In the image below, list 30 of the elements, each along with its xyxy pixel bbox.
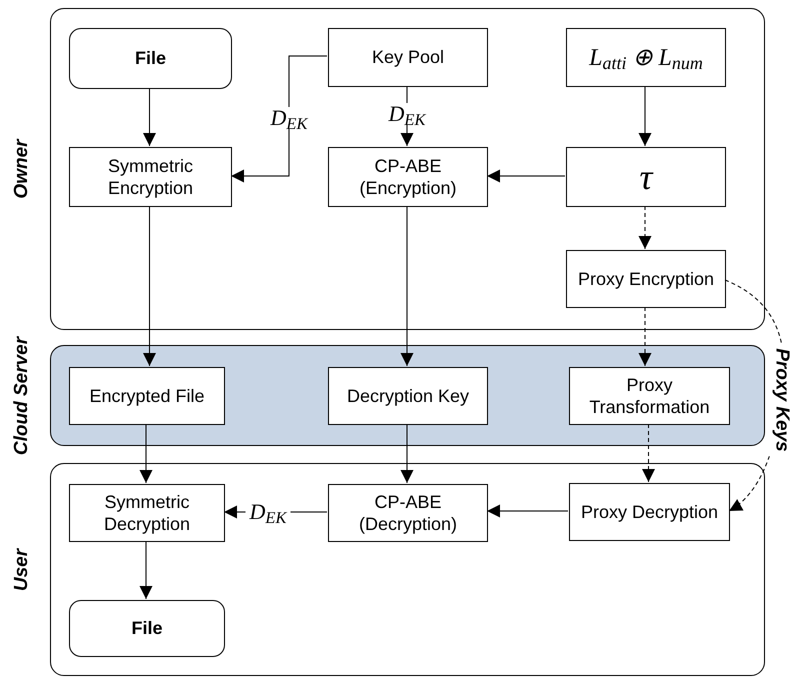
arrow — [638, 86, 652, 146]
arrow — [230, 56, 328, 182]
arrow — [143, 206, 156, 366]
lane-label: Cloud Server — [10, 336, 33, 455]
dashed-arrow — [642, 424, 655, 482]
process-box: L$_{att}$$_{i}$ ⊕ L$_{num}$ — [566, 28, 726, 87]
arrow — [400, 424, 414, 484]
process-box: Proxy Transformation — [569, 367, 730, 425]
arrow — [486, 504, 568, 518]
process-box: Proxy Encryption — [566, 250, 726, 308]
process-box: Encrypted File — [69, 367, 225, 425]
arrow — [486, 170, 566, 182]
process-box: Decryption Key — [328, 367, 488, 425]
arrow — [140, 540, 152, 600]
arrow — [140, 424, 152, 484]
process-box: τ — [566, 147, 726, 207]
dashed-arrow — [638, 306, 652, 366]
process-box: Proxy Decryption — [569, 483, 730, 541]
terminal-box: File — [69, 28, 232, 89]
process-box: Symmetric Encryption — [69, 147, 232, 207]
arrow — [143, 88, 156, 146]
arrow — [400, 206, 414, 366]
process-box: CP-ABE (Decryption) — [328, 484, 488, 542]
terminal-box: File — [69, 600, 225, 657]
dashed-arrow — [638, 206, 652, 250]
process-box: CP-ABE (Encryption) — [328, 147, 488, 207]
process-box: Key Pool — [328, 28, 488, 87]
lane-label: Owner — [10, 139, 33, 199]
process-box: Symmetric Decryption — [69, 484, 225, 542]
lane-label: User — [10, 548, 33, 591]
